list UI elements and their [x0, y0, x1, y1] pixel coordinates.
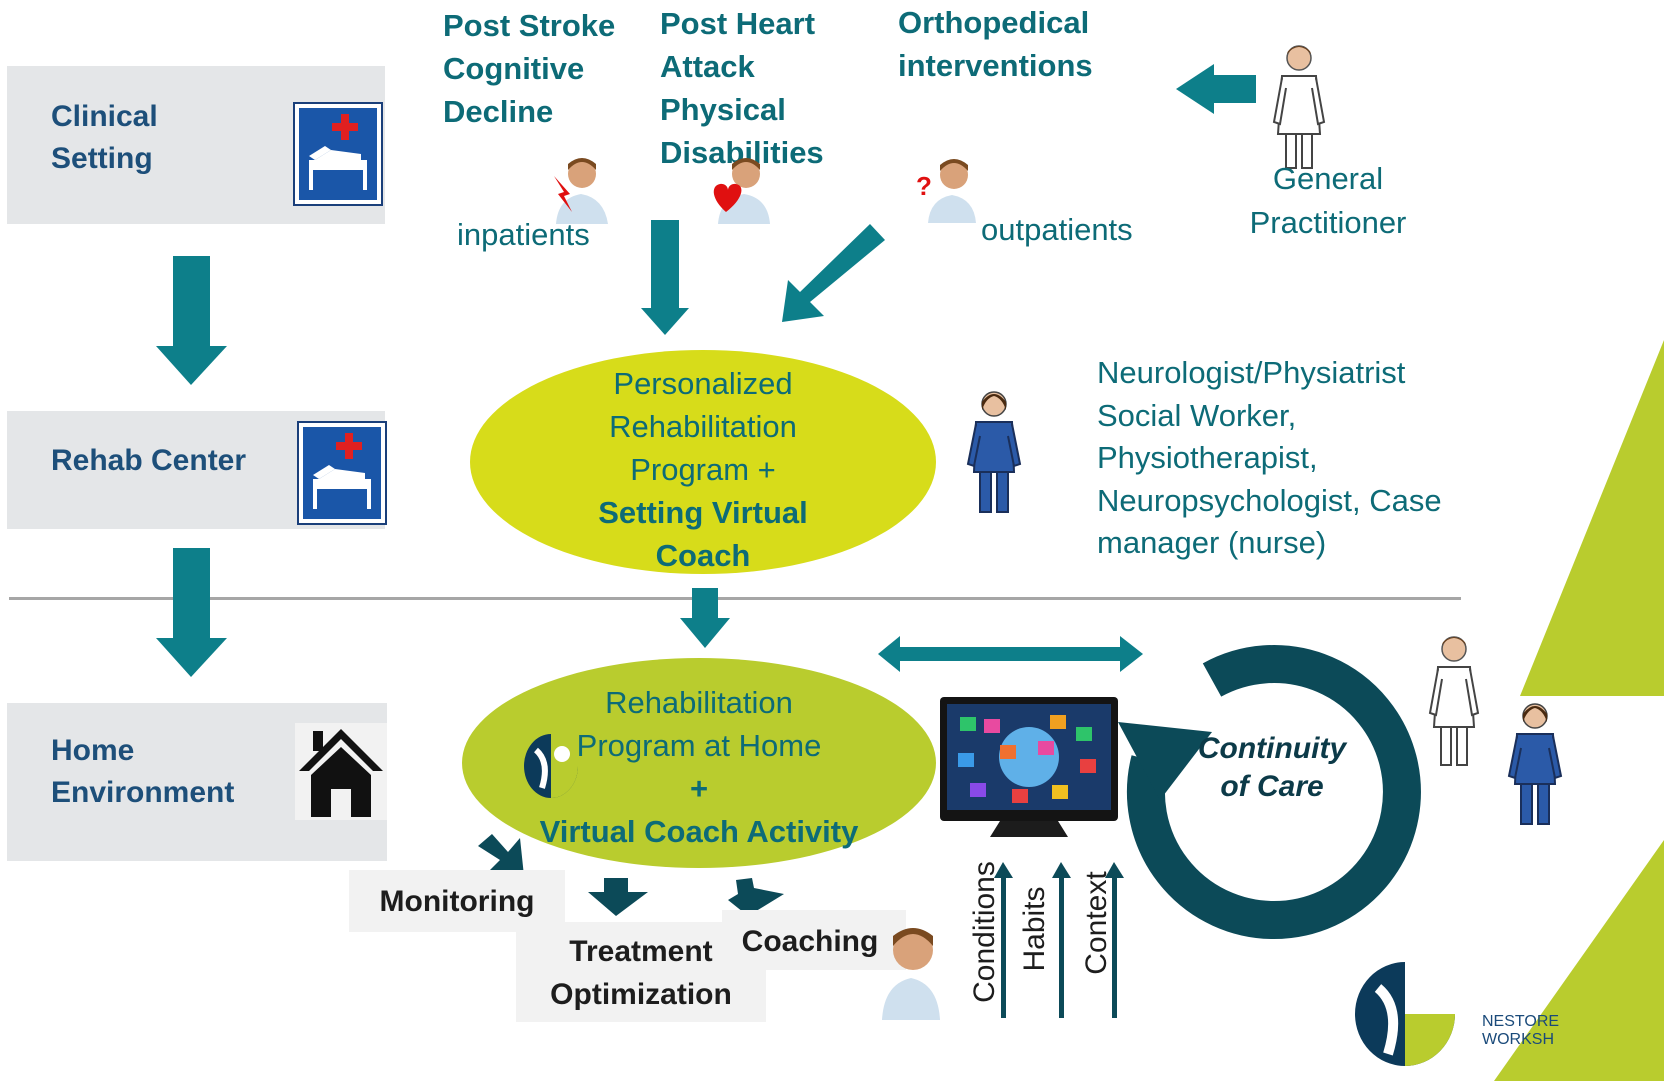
question-mark-icon: ? — [916, 171, 932, 201]
arrow-inpatients-down — [641, 220, 689, 335]
personalized-program-text: Personalized Rehabilitation Program + Se… — [520, 362, 886, 577]
arrow-monitoring — [478, 834, 524, 876]
inpatients-label: inpatients — [457, 217, 590, 252]
outpatients-label: outpatients — [981, 212, 1133, 247]
personalized-line4: Setting Virtual — [598, 495, 808, 530]
heart-patient-avatar — [708, 150, 778, 224]
home-program-line2: Program at Home — [576, 728, 822, 763]
rehab-team-list: Neurologist/Physiatrist Social Worker, P… — [1097, 355, 1442, 560]
nurse-icon — [962, 388, 1026, 518]
separator-line — [9, 597, 1461, 600]
input-habits-label: Habits — [1018, 886, 1051, 972]
outpatient-avatar: ? — [916, 153, 982, 223]
arrow-program-to-home — [680, 588, 730, 648]
arrow-outpatients-diagonal — [782, 224, 885, 322]
input-conditions-label: Conditions — [968, 861, 1001, 1003]
doctor-icon — [1424, 633, 1484, 769]
home-program-plus: + — [689, 771, 709, 806]
input-context-label: Context — [1080, 871, 1113, 975]
home-program-ellipse — [462, 658, 936, 868]
arrow-treatment — [588, 878, 648, 916]
input-arrows — [994, 862, 1124, 1018]
arrow-gp-left — [1176, 64, 1256, 114]
home-environment-label: Home Environment — [51, 734, 235, 809]
nestore-logo-icon — [522, 732, 580, 800]
arrow-rehab-to-home — [156, 548, 227, 677]
condition-stroke: Post Stroke Cognitive Decline — [443, 8, 616, 129]
home-program-line3: Virtual Coach Activity — [539, 814, 859, 849]
coaching-label: Coaching — [741, 925, 879, 958]
condition-ortho: Orthopedical interventions — [898, 5, 1093, 83]
personalized-line1: Personalized — [613, 366, 793, 401]
footer-text-line2: WORKSH — [1482, 1031, 1554, 1048]
footer-text-line1: NESTORE — [1482, 1013, 1560, 1030]
personalized-line5: Coach — [655, 538, 751, 573]
general-practitioner-icon — [1264, 42, 1334, 174]
rehab-center-label: Rehab Center — [51, 444, 247, 477]
monitoring-label: Monitoring — [379, 885, 535, 918]
hospital-icon — [297, 421, 387, 525]
arrow-bidirectional — [878, 636, 1143, 672]
nestore-footer-logo-icon — [1350, 958, 1460, 1068]
coached-user-avatar — [880, 920, 942, 1020]
home-program-line1: Rehabilitation — [605, 685, 793, 720]
house-icon — [295, 723, 387, 820]
coaching-box — [722, 910, 906, 970]
clinical-setting-label: Clinical Setting — [51, 100, 158, 175]
continuity-ring — [1118, 645, 1421, 940]
continuity-of-care-label: Continuity of Care — [1197, 732, 1347, 803]
treatment-label: Treatment Optimization — [550, 935, 732, 1011]
personalized-line2: Rehabilitation — [609, 409, 797, 444]
stroke-patient-avatar — [548, 152, 614, 224]
arrow-clinical-to-rehab — [156, 256, 227, 385]
home-program-text: Rehabilitation Program at Home + Virtual… — [500, 681, 898, 853]
hospital-icon — [293, 102, 383, 206]
tv-screen-icon — [940, 697, 1118, 839]
nurse-icon-right — [1504, 700, 1566, 830]
monitoring-box — [349, 870, 565, 932]
general-practitioner-label: General Practitioner — [1249, 161, 1407, 240]
personalized-program-ellipse — [470, 350, 936, 574]
arrow-coaching — [728, 878, 784, 916]
personalized-line3: Program + — [630, 452, 776, 487]
